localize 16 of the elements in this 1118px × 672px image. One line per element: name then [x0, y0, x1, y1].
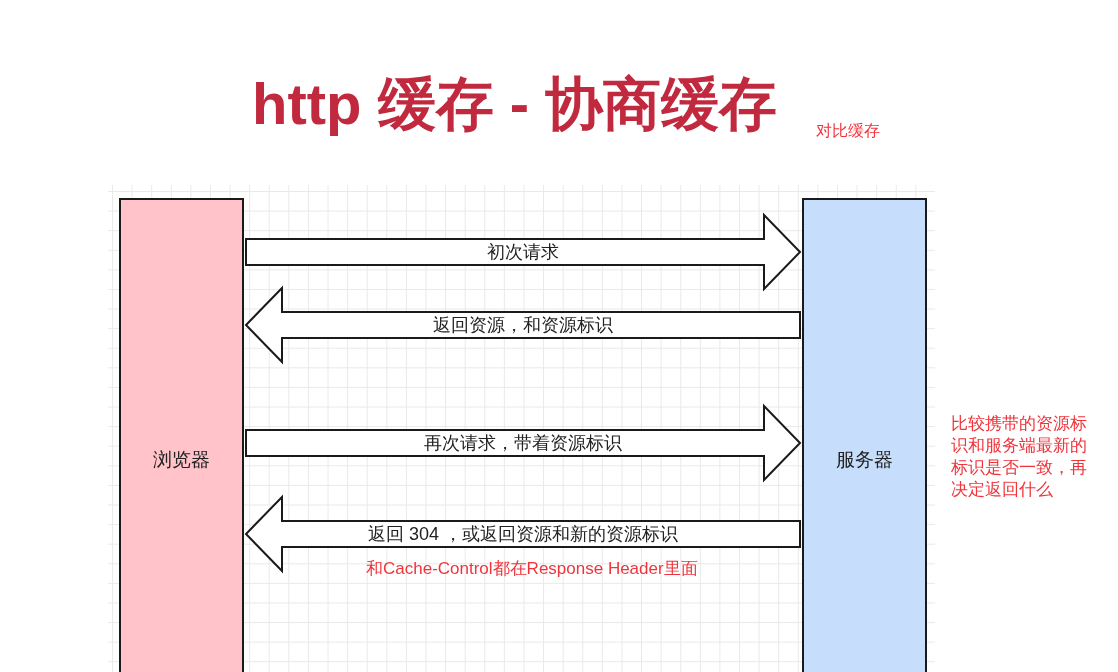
annotation-note: 对比缓存	[816, 121, 880, 141]
annotation-note: 比较携带的资源标识和服务端最新的标识是否一致，再决定返回什么	[951, 413, 1088, 501]
edge-label: 再次请求，带着资源标识	[424, 432, 622, 454]
page-title: http 缓存 - 协商缓存	[252, 70, 778, 138]
block-arrow	[245, 212, 802, 292]
annotation-note: 和Cache-Control都在Response Header里面	[366, 558, 698, 580]
block-arrow	[244, 494, 801, 574]
process-box	[119, 198, 244, 672]
edge-label: 返回 304 ，或返回资源和新的资源标识	[368, 523, 678, 545]
edge-label: 初次请求	[487, 241, 559, 263]
node-label: 服务器	[836, 448, 893, 472]
node-label: 浏览器	[153, 448, 210, 472]
block-arrow	[244, 285, 801, 365]
block-arrow	[245, 403, 802, 483]
edge-label: 返回资源，和资源标识	[433, 314, 613, 336]
process-box	[802, 198, 927, 672]
